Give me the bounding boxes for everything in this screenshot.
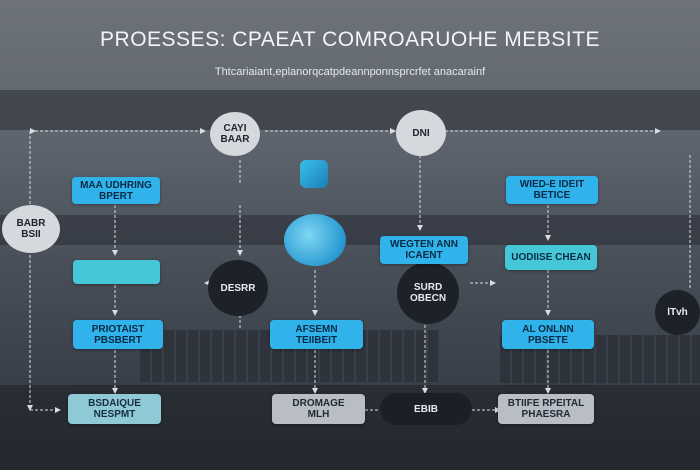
hummingbird-icon — [300, 160, 328, 188]
node-desrr: DESRR — [208, 260, 268, 316]
node-right-icon: lTvh — [655, 290, 700, 335]
node-dni: DNI — [396, 110, 446, 156]
diagram-subtitle: Thtcariaiant,eplanorqcatpdeannponnsprcrf… — [214, 66, 486, 78]
box-ebib: EBIB — [380, 393, 472, 425]
box-uodiise-chean: UODIISE CHEAN — [505, 245, 597, 270]
diagram-title: PROESSES: CPAEAT COMROARUOHE MEBSITE — [100, 28, 600, 51]
bg-shelf — [0, 90, 700, 130]
box-link-arrow — [73, 260, 160, 284]
bg-monitor-band — [0, 215, 700, 245]
brain-icon — [284, 214, 346, 266]
